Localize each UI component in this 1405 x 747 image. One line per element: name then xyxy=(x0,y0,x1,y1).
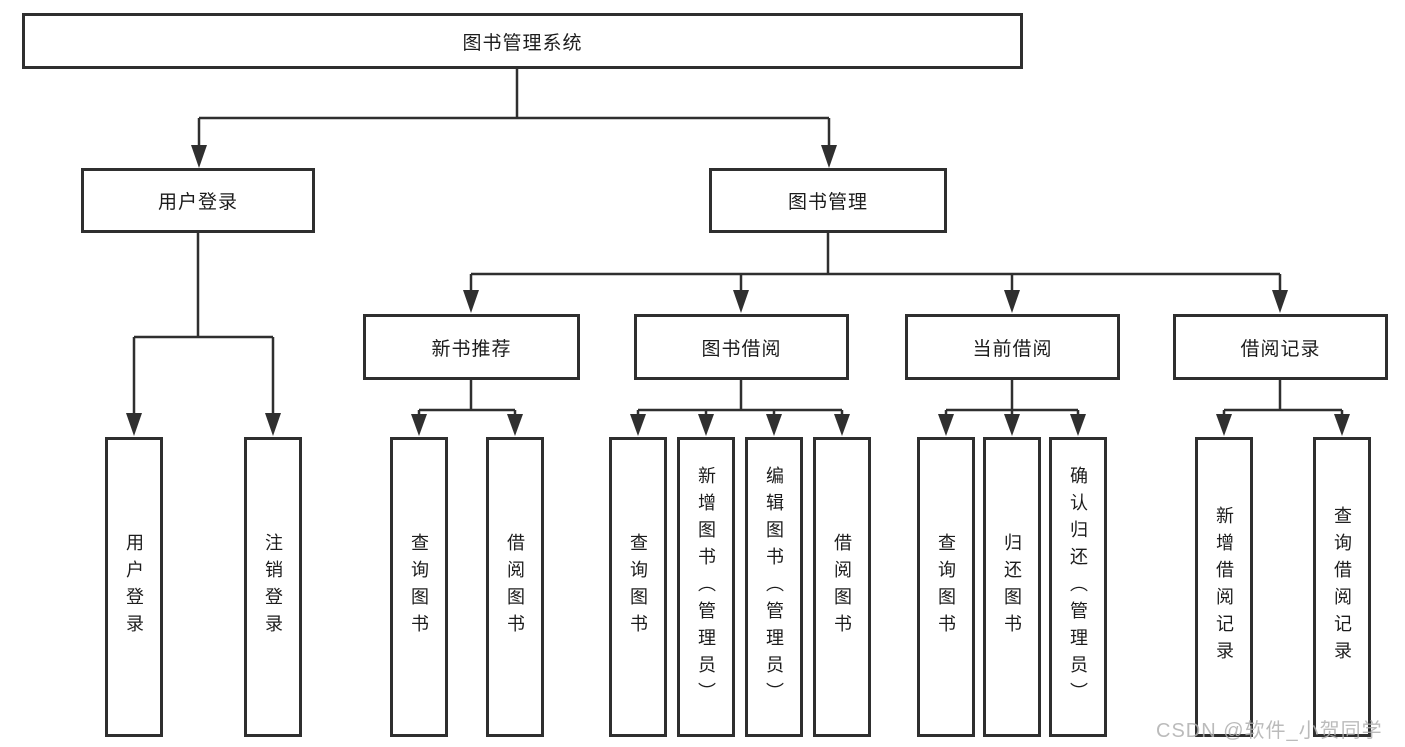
leaf-query-borrow-record: 查询借阅记录 xyxy=(1313,437,1371,737)
leaf-add-book-admin: 新增图书（管理员） xyxy=(677,437,735,737)
leaf-query-books-borrow: 查询图书 xyxy=(609,437,667,737)
leaf-add-borrow-record: 新增借阅记录 xyxy=(1195,437,1253,737)
connector-borrow-record-branch xyxy=(1216,380,1350,436)
leaf-borrow-books-recommend: 借阅图书 xyxy=(486,437,544,737)
leaf-borrow-books: 借阅图书 xyxy=(813,437,871,737)
connector-new-book-branch xyxy=(411,380,523,436)
node-user-login: 用户登录 xyxy=(81,168,315,233)
csdn-watermark: CSDN @软件_小贺同学 xyxy=(1156,720,1383,742)
connector-book-mgmt-branch xyxy=(463,233,1288,313)
connector-book-borrow-branch xyxy=(630,380,850,436)
connector-user-login-branch xyxy=(126,233,281,436)
node-book-management-system: 图书管理系统 xyxy=(22,13,1023,69)
leaf-return-book: 归还图书 xyxy=(983,437,1041,737)
node-new-book-recommend: 新书推荐 xyxy=(363,314,580,380)
connector-current-borrow-branch xyxy=(938,380,1086,436)
node-book-management: 图书管理 xyxy=(709,168,947,233)
leaf-query-books-current: 查询图书 xyxy=(917,437,975,737)
leaf-logout: 注销登录 xyxy=(244,437,302,737)
leaf-user-login: 用户登录 xyxy=(105,437,163,737)
leaf-confirm-return-admin: 确认归还（管理员） xyxy=(1049,437,1107,737)
node-borrow-records: 借阅记录 xyxy=(1173,314,1388,380)
node-book-borrow: 图书借阅 xyxy=(634,314,849,380)
leaf-query-books-recommend: 查询图书 xyxy=(390,437,448,737)
node-current-borrow: 当前借阅 xyxy=(905,314,1120,380)
leaf-edit-book-admin: 编辑图书（管理员） xyxy=(745,437,803,737)
connector-root-to-level2 xyxy=(191,69,837,168)
